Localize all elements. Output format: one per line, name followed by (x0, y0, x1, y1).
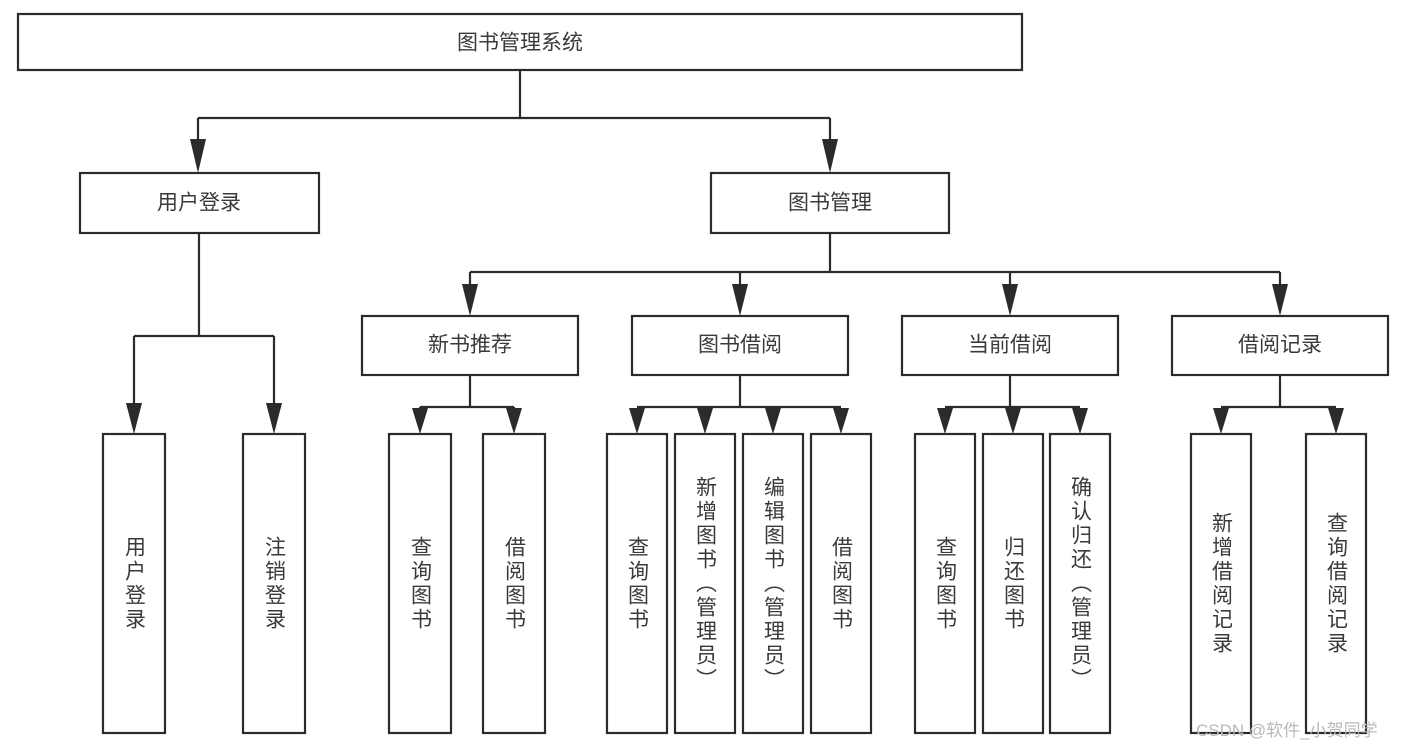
leaf-box-current-borrow-3[interactable] (1048, 432, 1112, 735)
arrow-to-book-borrow (732, 284, 748, 316)
leaf-box-book-borrow-4[interactable] (809, 432, 873, 735)
node-new-book-rec-box[interactable] (360, 314, 580, 377)
arrow-leaf-book-borrow-2 (697, 408, 713, 434)
node-book-borrow-box[interactable] (630, 314, 850, 377)
node-new-book-rec[interactable]: 新书推荐 (360, 314, 580, 377)
arrow-leaf-user-login-1 (126, 403, 142, 434)
node-borrow-record-label: 借阅记录 (1238, 334, 1322, 357)
leaf-box-new-book-rec-2[interactable] (481, 432, 547, 735)
arrow-to-user-login (190, 139, 206, 173)
node-borrow-record-box[interactable] (1170, 314, 1390, 377)
node-current-borrow-box[interactable] (900, 314, 1120, 377)
arrow-leaf-new-book-rec-2 (506, 408, 522, 434)
node-user-login[interactable]: 用户登录 (78, 171, 321, 235)
node-root-label: 图书管理系统 (457, 32, 583, 55)
leaf-box-borrow-record-2[interactable] (1304, 432, 1368, 735)
connector-layer (126, 70, 1344, 434)
arrow-leaf-book-borrow-4 (833, 408, 849, 434)
arrow-to-book-manage (822, 139, 838, 173)
arrow-leaf-current-borrow-3 (1072, 408, 1088, 434)
leaf-box-current-borrow-1[interactable] (913, 432, 977, 735)
leaf-box-new-book-rec-1[interactable] (387, 432, 453, 735)
node-book-manage-box[interactable] (709, 171, 951, 235)
leaf-box-book-borrow-3[interactable] (741, 432, 805, 735)
node-book-manage-label: 图书管理 (788, 192, 872, 215)
watermark-text: CSDN @软件_小贺同学 (1196, 721, 1378, 740)
leaf-box-user-login-1[interactable] (101, 432, 167, 735)
arrow-leaf-current-borrow-2 (1005, 408, 1021, 434)
node-book-manage[interactable]: 图书管理 (709, 171, 951, 235)
leaf-boxes-layer (101, 432, 1368, 735)
node-borrow-record[interactable]: 借阅记录 (1170, 314, 1390, 377)
leaf-box-current-borrow-2[interactable] (981, 432, 1045, 735)
arrow-leaf-current-borrow-1 (937, 408, 953, 434)
arrow-to-current-borrow (1002, 284, 1018, 316)
leaf-box-book-borrow-1[interactable] (605, 432, 669, 735)
arrow-to-new-book-rec (462, 284, 478, 316)
arrow-leaf-book-borrow-1 (629, 408, 645, 434)
arrow-leaf-borrow-record-1 (1213, 408, 1229, 434)
node-current-borrow-label: 当前借阅 (968, 334, 1052, 357)
node-user-login-box[interactable] (78, 171, 321, 235)
node-root[interactable]: 图书管理系统 (16, 12, 1024, 72)
node-book-borrow[interactable]: 图书借阅 (630, 314, 850, 377)
arrow-to-borrow-record (1272, 284, 1288, 316)
node-new-book-rec-label: 新书推荐 (428, 334, 512, 357)
node-user-login-label: 用户登录 (157, 192, 241, 215)
arrow-leaf-user-login-2 (266, 403, 282, 434)
arrow-leaf-new-book-rec-1 (412, 408, 428, 434)
arrow-leaf-borrow-record-2 (1328, 408, 1344, 434)
leaf-box-book-borrow-2[interactable] (673, 432, 737, 735)
leaf-box-user-login-2[interactable] (241, 432, 307, 735)
node-book-borrow-label: 图书借阅 (698, 334, 782, 357)
arrow-leaf-book-borrow-3 (765, 408, 781, 434)
leaf-box-borrow-record-1[interactable] (1189, 432, 1253, 735)
node-root-box[interactable] (16, 12, 1024, 72)
node-current-borrow[interactable]: 当前借阅 (900, 314, 1120, 377)
